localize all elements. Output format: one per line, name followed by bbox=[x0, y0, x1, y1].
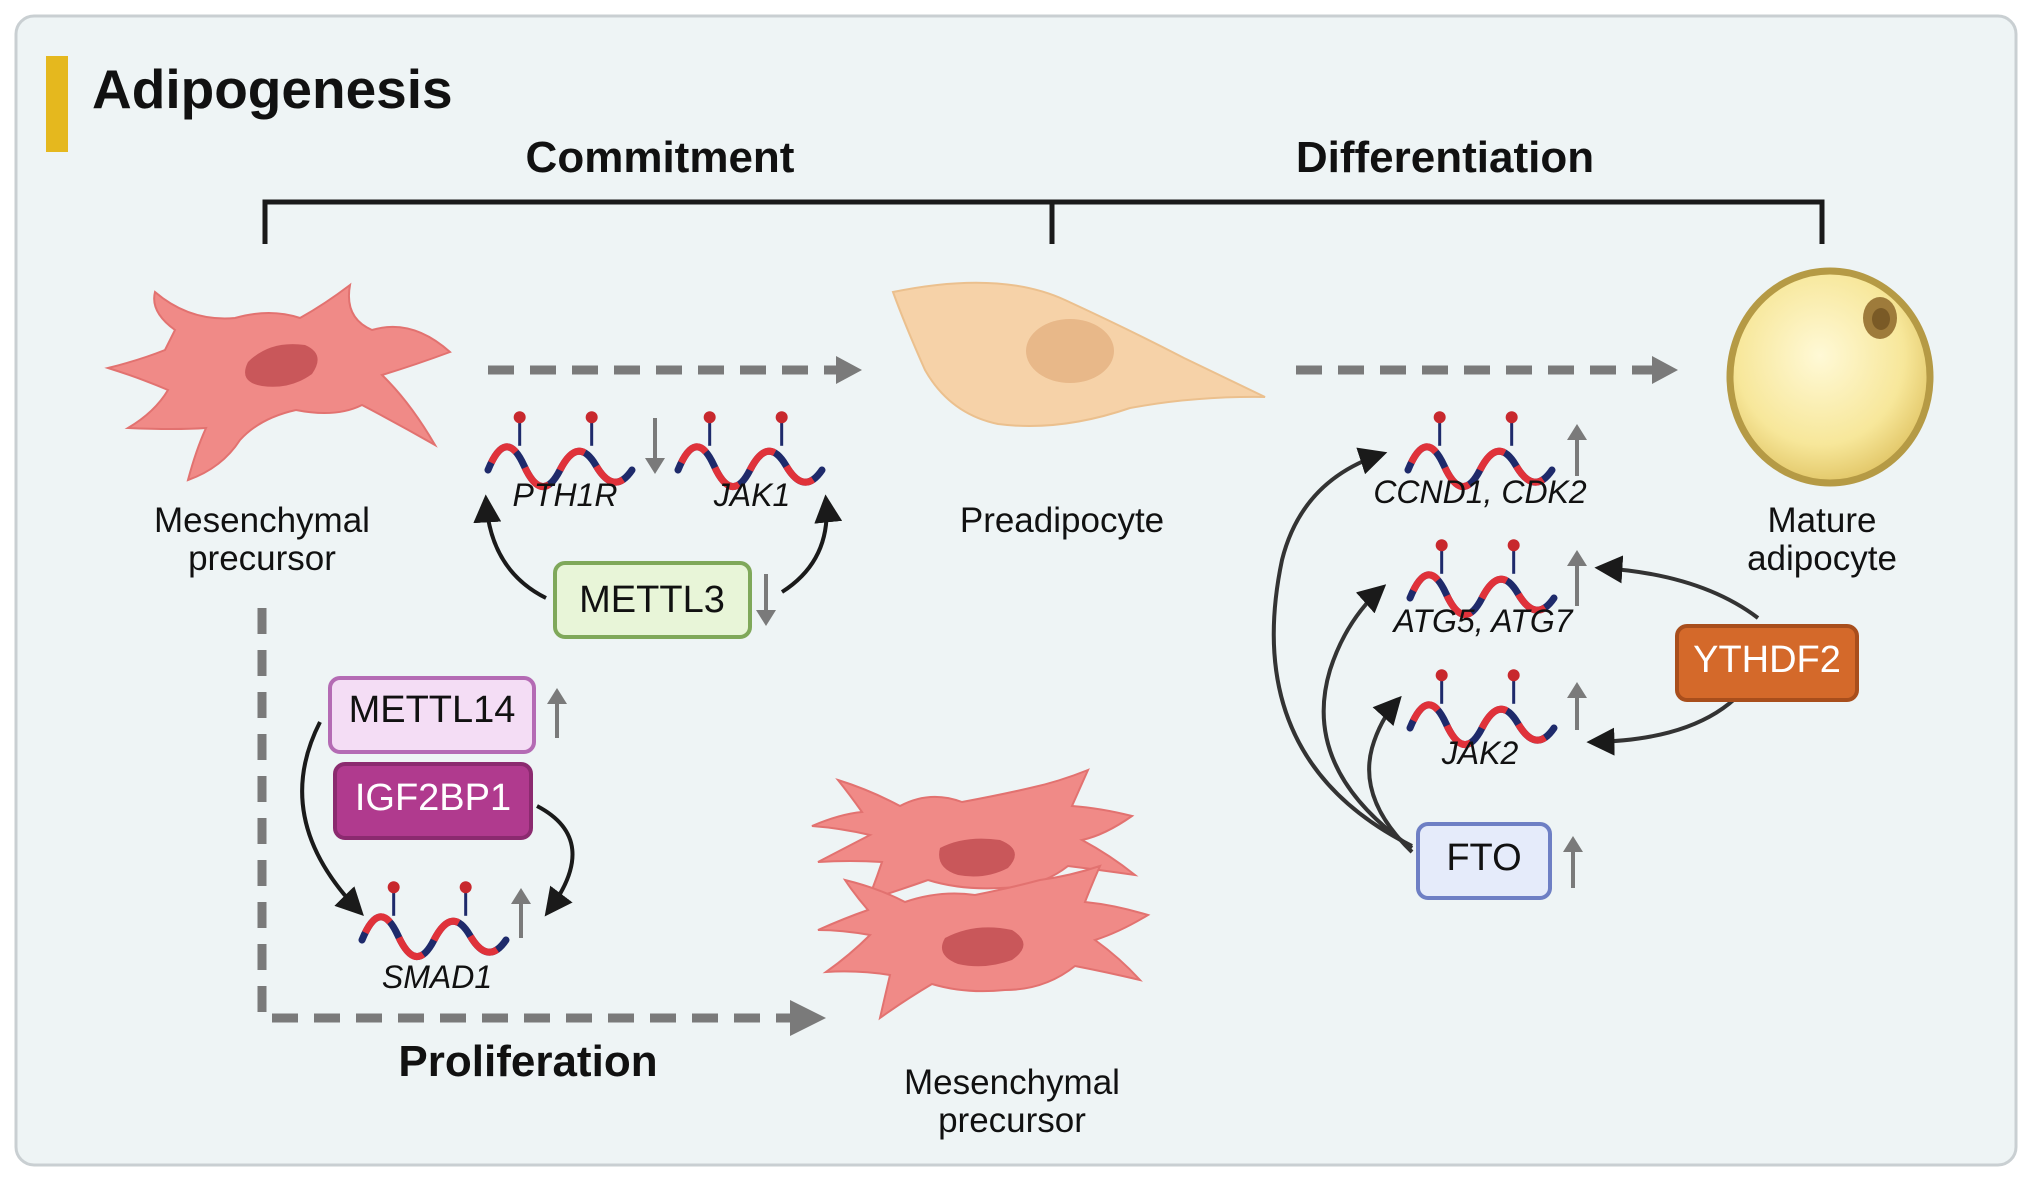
gene-label-smad1: SMAD1 bbox=[382, 959, 492, 995]
progression-arrow-commitment bbox=[488, 356, 862, 384]
jak2-up-arrow bbox=[1567, 682, 1587, 730]
mrna-jak1 bbox=[674, 411, 826, 490]
m6a-mark bbox=[1507, 539, 1520, 552]
m6a-mark bbox=[513, 411, 526, 424]
igf2bp1-box: IGF2BP1 bbox=[333, 762, 533, 840]
m6a-mark bbox=[1433, 411, 1446, 424]
label-mature-line1: Mature bbox=[1768, 501, 1877, 540]
mettl14-label: METTL14 bbox=[349, 689, 516, 731]
mettl14-box: METTL14 bbox=[328, 676, 536, 754]
label-mature-line2: adipocyte bbox=[1747, 539, 1897, 578]
fto-to-atg5-arrow bbox=[1321, 584, 1414, 850]
fto-to-ccnd1-arrow bbox=[1271, 447, 1413, 848]
fto-box: FTO bbox=[1416, 822, 1552, 900]
label-mesenchymal-top-line1: Mesenchymal bbox=[154, 501, 370, 540]
panel-background bbox=[14, 14, 2018, 1167]
gene-label-atg5-atg7: ATG5, ATG7 bbox=[1392, 603, 1574, 639]
regulatory-connectors bbox=[300, 447, 1760, 917]
m6a-mark bbox=[775, 411, 788, 424]
title-accent-bar bbox=[46, 56, 68, 152]
ythdf2-label: YTHDF2 bbox=[1693, 639, 1841, 681]
m6a-mark bbox=[703, 411, 716, 424]
mettl3-to-jak1-arrow bbox=[780, 494, 843, 594]
mettl14-up-arrow bbox=[547, 688, 567, 738]
mettl14-to-smad1-arrow bbox=[300, 721, 364, 917]
preadipocyte-cell bbox=[891, 281, 1266, 427]
stage-label-differentiation: Differentiation bbox=[1296, 133, 1594, 182]
mrna-smad1 bbox=[358, 881, 510, 960]
mrna-atg5 bbox=[1406, 539, 1558, 618]
progression-arrow-differentiation bbox=[1296, 356, 1678, 384]
ythdf2-box: YTHDF2 bbox=[1675, 624, 1859, 702]
mrna-jak2 bbox=[1406, 669, 1558, 748]
ythdf2-to-atg5-arrow bbox=[1594, 555, 1760, 620]
stage-label-commitment: Commitment bbox=[526, 133, 795, 182]
mature-adipocyte-cell bbox=[1726, 267, 1934, 487]
m6a-mark bbox=[387, 881, 400, 894]
gene-label-ccnd1-cdk2: CCND1, CDK2 bbox=[1373, 474, 1587, 510]
m6a-mark bbox=[1435, 669, 1448, 682]
figure-title: Adipogenesis bbox=[92, 58, 453, 120]
label-mesenchymal-top-line2: precursor bbox=[188, 539, 336, 578]
igf2bp1-to-smad1-arrow bbox=[536, 804, 575, 917]
mrna-ccnd1 bbox=[1404, 411, 1556, 490]
m6a-mark bbox=[1435, 539, 1448, 552]
mesenchymal-precursor-cell-bottom bbox=[811, 768, 1151, 1021]
mrna-pth1r bbox=[484, 411, 636, 490]
regulation-arrows bbox=[511, 418, 1587, 938]
mrna-group bbox=[358, 411, 1558, 960]
label-mesenchymal-bottom-line1: Mesenchymal bbox=[904, 1063, 1120, 1102]
m6a-mark bbox=[1505, 411, 1518, 424]
mettl3-down-arrow bbox=[756, 574, 776, 626]
ccnd1-cdk2-up-arrow bbox=[1567, 424, 1587, 476]
label-mesenchymal-bottom-line2: precursor bbox=[938, 1101, 1086, 1140]
gene-label-jak2: JAK2 bbox=[1441, 735, 1519, 771]
mesenchymal-precursor-cell-top bbox=[104, 282, 452, 482]
smad1-up-arrow bbox=[511, 888, 531, 938]
pth1r-jak1-down-arrow bbox=[645, 418, 665, 474]
mettl3-to-pth1r-arrow bbox=[473, 494, 547, 600]
stage-label-proliferation: Proliferation bbox=[398, 1037, 657, 1086]
fto-up-arrow bbox=[1563, 836, 1583, 888]
mettl3-box: METTL3 bbox=[553, 561, 752, 639]
progression-arrow-proliferation bbox=[257, 608, 826, 1036]
m6a-mark bbox=[585, 411, 598, 424]
stage-bracket bbox=[262, 199, 1825, 244]
m6a-mark bbox=[1507, 669, 1520, 682]
gene-label-jak1: JAK1 bbox=[713, 477, 790, 513]
fto-label: FTO bbox=[1446, 837, 1521, 879]
gene-label-pth1r: PTH1R bbox=[513, 477, 618, 513]
fto-to-jak2-arrow bbox=[1367, 695, 1414, 854]
label-preadipocyte: Preadipocyte bbox=[960, 501, 1164, 540]
mettl3-label: METTL3 bbox=[579, 579, 725, 621]
atg5-atg7-up-arrow bbox=[1567, 550, 1587, 606]
m6a-mark bbox=[459, 881, 472, 894]
igf2bp1-label: IGF2BP1 bbox=[355, 777, 511, 819]
